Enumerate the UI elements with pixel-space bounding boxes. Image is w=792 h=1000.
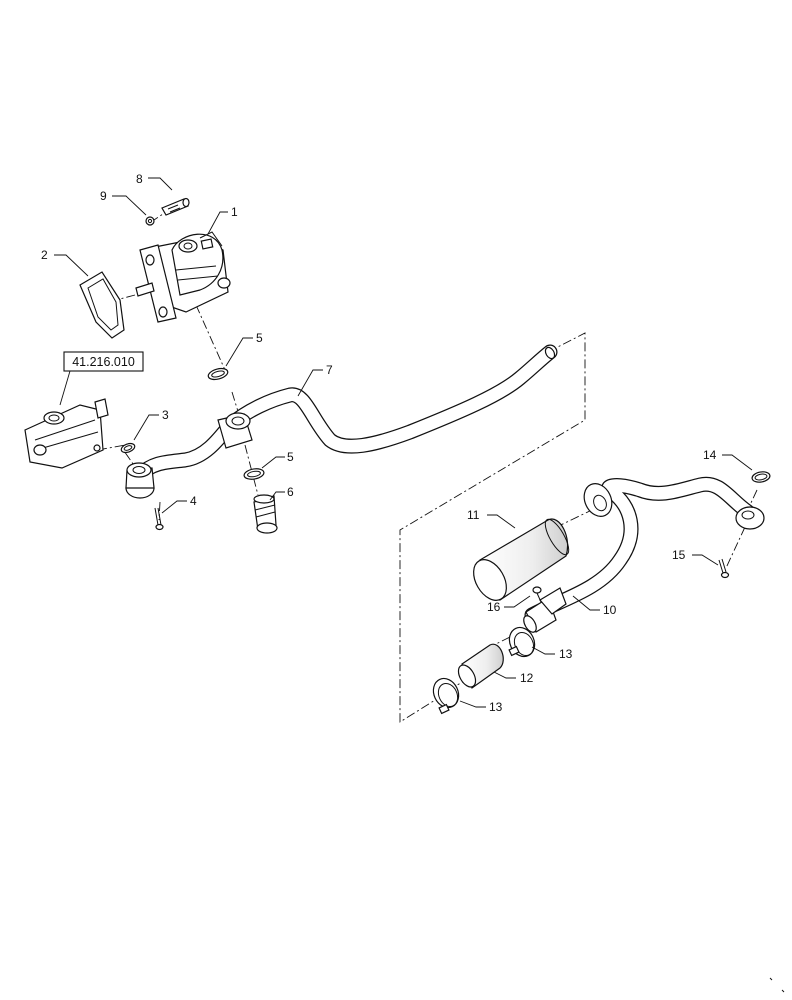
reference-pump xyxy=(24,398,109,469)
part-10-pipe xyxy=(523,476,765,633)
callout-10: 10 xyxy=(603,603,617,617)
callout-5-upper: 5 xyxy=(256,331,263,345)
callout-6: 6 xyxy=(287,485,294,499)
part-5-oring-lower xyxy=(243,468,265,480)
part-13-clamp-upper xyxy=(508,626,536,658)
callout-13-upper: 13 xyxy=(559,647,573,661)
part-14-oring xyxy=(751,471,771,483)
part-11-filter xyxy=(473,518,570,601)
callout-16: 16 xyxy=(487,600,501,614)
part-7-pipe xyxy=(125,344,558,499)
callout-4: 4 xyxy=(190,494,197,508)
part-6-fitting xyxy=(253,494,278,534)
callout-8: 8 xyxy=(136,172,143,186)
reference-box xyxy=(59,351,144,406)
callouts: 8 9 1 2 5 7 3 4 5 6 11 16 10 13 12 13 14… xyxy=(41,172,717,714)
part-2-gasket xyxy=(79,271,125,339)
part-12-hose xyxy=(457,643,504,689)
callout-2: 2 xyxy=(41,248,48,262)
callout-5-lower: 5 xyxy=(287,450,294,464)
callout-12: 12 xyxy=(520,671,534,685)
part-15-screw xyxy=(718,558,730,579)
part-1-pump xyxy=(135,231,231,323)
leader-lines xyxy=(54,177,753,708)
part-8-bolt xyxy=(161,197,190,216)
callout-1: 1 xyxy=(231,205,238,219)
callout-7: 7 xyxy=(326,363,333,377)
callout-3: 3 xyxy=(162,408,169,422)
part-4-screw xyxy=(154,507,164,531)
callout-11: 11 xyxy=(467,508,480,522)
part-5-oring-upper xyxy=(207,367,229,381)
part-13-clamp-lower xyxy=(432,677,460,715)
part-9-washer xyxy=(145,216,155,226)
callout-15: 15 xyxy=(672,548,686,562)
callout-9: 9 xyxy=(100,189,107,203)
reference-label: 41.216.010 xyxy=(72,355,135,369)
callout-13-lower: 13 xyxy=(489,700,503,714)
part-3-oring xyxy=(120,442,136,454)
part-16-screw xyxy=(532,586,542,603)
callout-14: 14 xyxy=(703,448,717,462)
corner-marks xyxy=(769,977,785,993)
